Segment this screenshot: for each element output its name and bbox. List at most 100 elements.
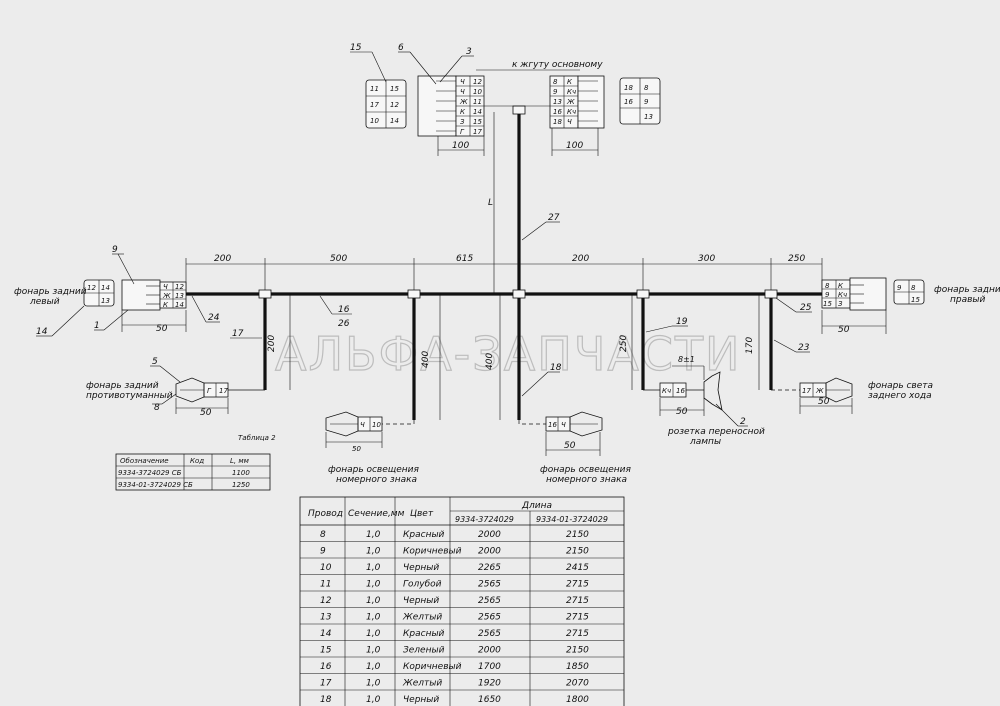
dim-170-drop: 170 bbox=[745, 337, 755, 354]
plate-lamp-left-label-1: фонарь освещения bbox=[328, 465, 420, 475]
svg-text:15: 15 bbox=[473, 118, 482, 126]
dim-300: 300 bbox=[698, 254, 715, 264]
callout-26: 26 bbox=[338, 319, 350, 329]
wire-table-header-section: Сечение,мм bbox=[348, 509, 405, 519]
small-table-row1-designation: 9334-3724029 СБ bbox=[118, 469, 182, 477]
small-table-grid bbox=[115, 453, 271, 491]
reverse-pin-color: Ж bbox=[815, 387, 824, 395]
dim-200-b: 200 bbox=[572, 254, 589, 264]
svg-text:16: 16 bbox=[553, 108, 562, 116]
plate-right-pin-color: Ч bbox=[561, 421, 566, 429]
dim-250: 250 bbox=[788, 254, 805, 264]
svg-text:11: 11 bbox=[473, 98, 482, 106]
small-table-row1-L: 1100 bbox=[232, 469, 250, 477]
svg-text:З: З bbox=[460, 118, 465, 126]
svg-text:15: 15 bbox=[390, 85, 399, 93]
top-dimension-chain bbox=[185, 258, 823, 292]
rear-lamp-right-label-2: правый bbox=[950, 295, 986, 305]
svg-text:8: 8 bbox=[644, 84, 649, 92]
top-right-connector-face: 18 8 16 9 13 bbox=[619, 77, 661, 125]
callout-27: 27 bbox=[548, 213, 560, 223]
wire-table-cell-len1: 1650 bbox=[478, 695, 501, 705]
svg-text:12: 12 bbox=[87, 284, 96, 292]
callout-19: 19 bbox=[676, 317, 688, 327]
fog-lamp-label-1: фонарь задний bbox=[86, 381, 159, 391]
svg-text:13: 13 bbox=[175, 292, 184, 300]
wire-table-cell-wire: 15 bbox=[320, 646, 332, 656]
plate-lamp-right-label-2: номерного знака bbox=[546, 475, 627, 485]
wire-table-cell-section: 1,0 bbox=[366, 563, 381, 573]
dim-left-50: 50 bbox=[156, 324, 168, 334]
wire-table-cell-wire: 8 bbox=[320, 530, 326, 540]
svg-text:Ч: Ч bbox=[567, 118, 572, 126]
socket-label-2: лампы bbox=[689, 437, 721, 447]
svg-text:16: 16 bbox=[624, 98, 633, 106]
svg-text:13: 13 bbox=[101, 297, 110, 305]
plate-lamp-right-connector bbox=[518, 411, 603, 456]
wire-table-cell-wire: 13 bbox=[320, 613, 332, 623]
wire-table-cell-len1: 1700 bbox=[478, 662, 501, 672]
svg-text:15: 15 bbox=[823, 300, 832, 308]
dim-500: 500 bbox=[330, 254, 347, 264]
rear-lamp-left-label-2: левый bbox=[29, 297, 60, 307]
reverse-lamp-label-2: заднего хода bbox=[868, 391, 932, 401]
callout-17: 17 bbox=[232, 329, 244, 339]
left-lamp-pin-labels: Ч 12 Ж 13 К 14 bbox=[162, 283, 184, 309]
callout-2: 2 bbox=[740, 417, 746, 427]
svg-text:18: 18 bbox=[624, 84, 633, 92]
right-lamp-connector bbox=[821, 277, 887, 334]
svg-text:К: К bbox=[460, 108, 466, 116]
dim-400-left: 400 bbox=[421, 351, 431, 368]
svg-text:18: 18 bbox=[553, 118, 562, 126]
wire-table-cell-len2: 2415 bbox=[566, 563, 589, 573]
dim-right-50: 50 bbox=[838, 325, 850, 335]
callout-5: 5 bbox=[152, 357, 158, 367]
svg-text:15: 15 bbox=[911, 296, 920, 304]
dim-plate-left-50: 50 bbox=[352, 445, 361, 453]
dim-reverse-50: 50 bbox=[818, 397, 830, 407]
wire-table-header-color: Цвет bbox=[410, 509, 434, 519]
socket-connector bbox=[643, 365, 723, 416]
svg-text:Ж: Ж bbox=[459, 98, 468, 106]
callout-3: 3 bbox=[466, 47, 472, 57]
plate-right-pin-number: 16 bbox=[548, 421, 557, 429]
left-lamp-face: 12 14 13 bbox=[83, 279, 115, 307]
svg-text:9: 9 bbox=[553, 88, 558, 96]
svg-text:11: 11 bbox=[370, 85, 379, 93]
svg-text:14: 14 bbox=[473, 108, 482, 116]
svg-text:Кч: Кч bbox=[567, 108, 576, 116]
dim-socket-offset: 8±1 bbox=[678, 355, 695, 364]
wire-table-cell-wire: 17 bbox=[320, 679, 332, 689]
callout-8: 8 bbox=[154, 403, 160, 413]
dim-L: L bbox=[488, 198, 493, 208]
top-left-connector bbox=[417, 75, 519, 156]
dim-fog-50: 50 bbox=[200, 408, 212, 418]
rear-lamp-left-label-1: фонарь задний bbox=[14, 287, 87, 297]
svg-text:Ж: Ж bbox=[566, 98, 575, 106]
svg-text:8: 8 bbox=[911, 284, 916, 292]
wire-table-cell-section: 1,0 bbox=[366, 695, 381, 705]
small-table-header-designation: Обозначение bbox=[120, 457, 169, 465]
to-main-harness-label: к жгуту основному bbox=[512, 60, 603, 70]
dim-200-a: 200 bbox=[214, 254, 231, 264]
svg-text:К: К bbox=[838, 282, 844, 290]
callout-15: 15 bbox=[350, 43, 362, 53]
table2-caption: Таблица 2 bbox=[238, 434, 276, 442]
wire-table-cell-len2: 1800 bbox=[566, 695, 589, 705]
wire-table-cell-color: Красный bbox=[403, 530, 445, 540]
reverse-lamp-connector bbox=[771, 377, 853, 414]
wire-table-cell-len1: 2000 bbox=[478, 646, 501, 656]
svg-text:К: К bbox=[163, 301, 169, 309]
small-table-header-code: Код bbox=[190, 457, 204, 465]
wire-table-cell-len1: 2565 bbox=[478, 596, 501, 606]
reverse-lamp-label-1: фонарь света bbox=[868, 381, 933, 391]
right-lamp-face: 9 8 15 bbox=[893, 279, 925, 305]
dim-plate-right-50: 50 bbox=[564, 441, 576, 451]
wire-table-frame bbox=[299, 496, 625, 706]
wire-table-cell-len2: 2715 bbox=[566, 613, 589, 623]
top-left-pin-labels: Ч 12 Ч 10 Ж 11 К 14 З 15 Г 17 bbox=[459, 78, 482, 136]
plate-lamp-right-label-1: фонарь освещения bbox=[540, 465, 632, 475]
svg-text:8: 8 bbox=[553, 78, 558, 86]
